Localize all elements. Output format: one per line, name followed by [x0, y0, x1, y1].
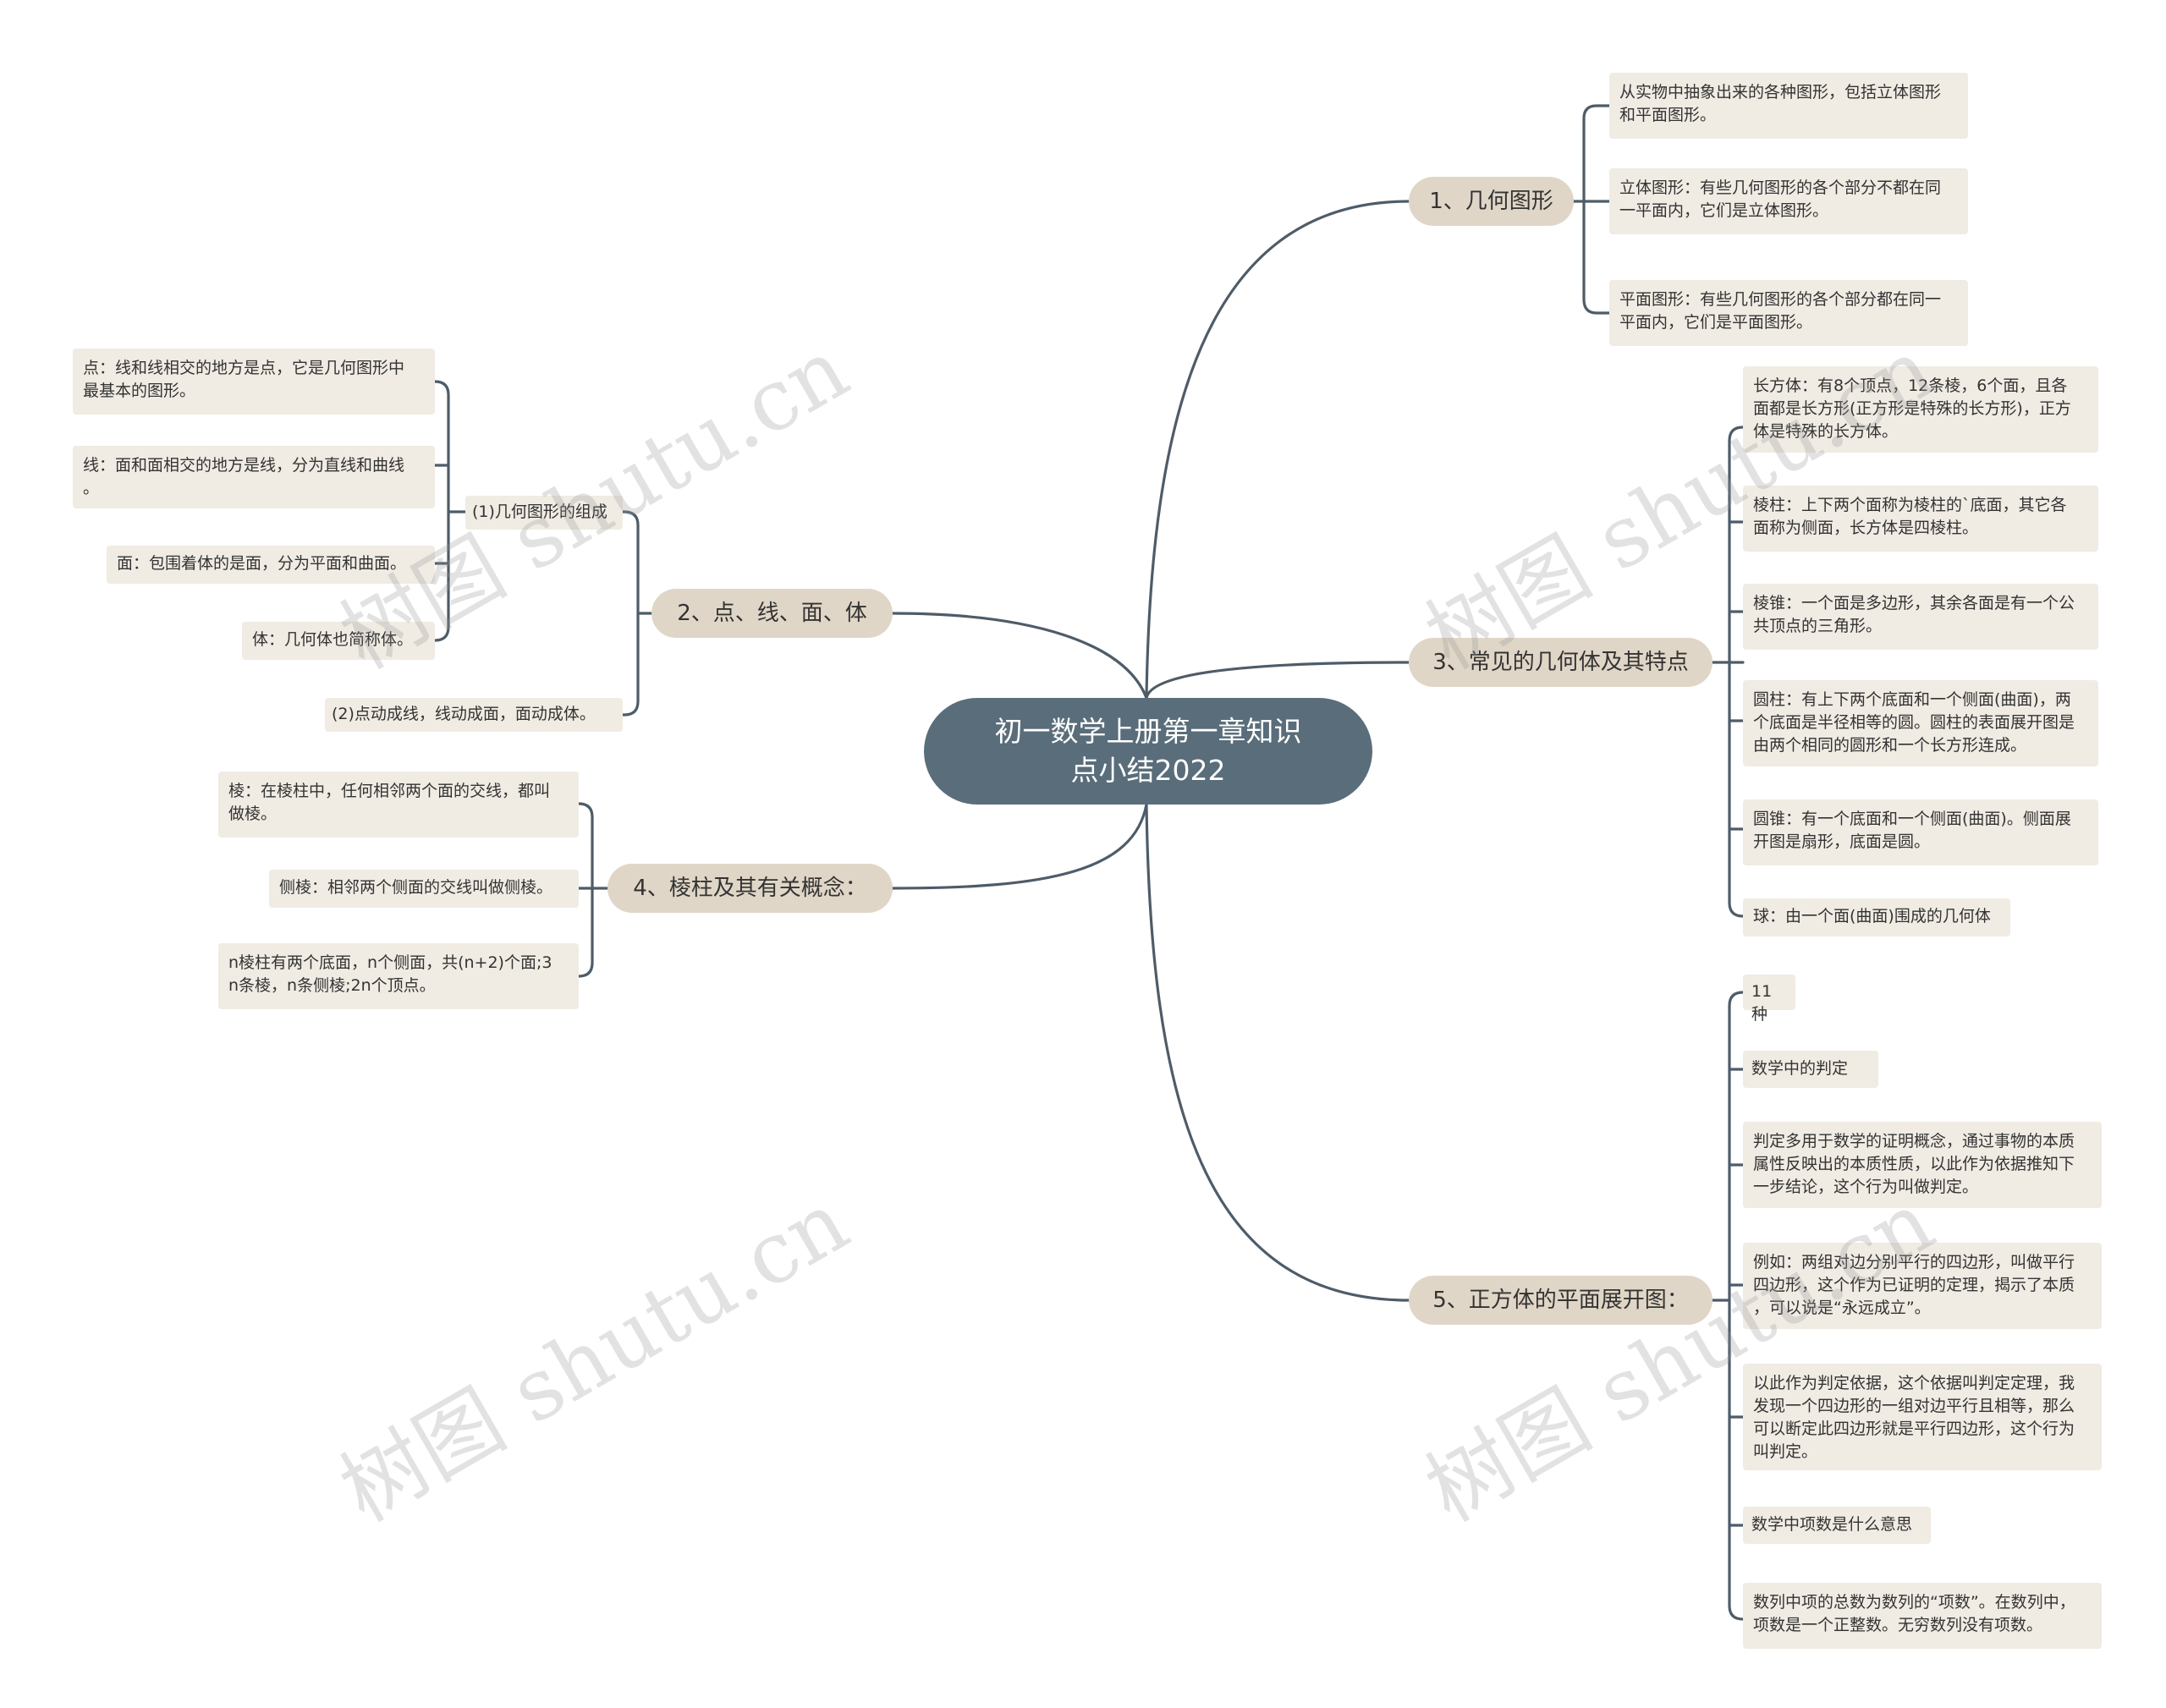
branch-5-leaf-judgement-def[interactable]: 判定多用于数学的证明概念，通过事物的本质 属性反映出的本质性质，以此作为依据推知… [1743, 1122, 2102, 1208]
branch-3-leaf-sphere[interactable]: 球：由一个面(曲面)围成的几何体 [1743, 898, 2010, 936]
leaf-text: 体：几何体也简称体。 [252, 630, 414, 649]
branch-1-leaf-2[interactable]: 立体图形：有些几何图形的各个部分不都在同 一平面内，它们是立体图形。 [1609, 168, 1968, 234]
leaf-text: 可以断定此四边形就是平行四边形，这个行为 [1753, 1420, 2075, 1438]
branch-4-prism-concepts[interactable]: 4、棱柱及其有关概念： [607, 864, 893, 913]
branch-3-common-solids[interactable]: 3、常见的几何体及其特点 [1409, 638, 1712, 687]
branch-1-leaf-3[interactable]: 平面图形：有些几何图形的各个部分都在同一 平面内，它们是平面图形。 [1609, 280, 1968, 346]
branch-5-leaf-term-count-def[interactable]: 数列中项的总数为数列的“项数”。在数列中， 项数是一个正整数。无穷数列没有项数。 [1743, 1583, 2102, 1649]
sub1-leaf-point[interactable]: 点：线和线相交的地方是点，它是几何图形中 最基本的图形。 [73, 349, 435, 415]
leaf-text: 棱柱：上下两个面称为棱柱的`底面，其它各 [1753, 496, 2067, 514]
leaf-text: n条棱，n条侧棱;2n个顶点。 [228, 976, 436, 995]
link-b3-children [1711, 426, 1745, 918]
link-sub1-children [433, 380, 467, 642]
leaf-text: 从实物中抽象出来的各种图形，包括立体图形 [1619, 83, 1942, 102]
leaf-text: 项数是一个正整数。无穷数列没有项数。 [1753, 1616, 2043, 1634]
link-root-b1 [1145, 200, 1410, 700]
leaf-text: ，可以说是“永远成立”。 [1753, 1299, 1931, 1317]
leaf-text: 数列中项的总数为数列的“项数”。在数列中， [1753, 1593, 2075, 1612]
leaf-text: 四边形，这个作为已证明的定理，揭示了本质 [1753, 1276, 2075, 1294]
leaf-text: 一步结论，这个行为叫做判定。 [1753, 1178, 1979, 1196]
branch-5-leaf-judgement-title[interactable]: 数学中的判定 [1743, 1051, 1878, 1088]
leaf-text: 开图是扇形，底面是圆。 [1753, 832, 1931, 851]
branch-5-cube-nets[interactable]: 5、正方体的平面展开图： [1409, 1276, 1712, 1325]
leaf-text: 属性反映出的本质性质，以此作为依据推知下 [1753, 1155, 2075, 1173]
leaf-text: 线：面和面相交的地方是线，分为直线和曲线 [83, 456, 405, 475]
leaf-text: 面都是长方形(正方形是特殊的长方形)，正方 [1753, 399, 2071, 418]
leaf-text: 11种 [1751, 982, 1773, 1024]
branch-5-leaf-example[interactable]: 例如：两组对边分别平行的四边形，叫做平行 四边形，这个作为已证明的定理，揭示了本… [1743, 1243, 2102, 1329]
leaf-text: 。 [83, 479, 100, 497]
link-root-b3 [1145, 661, 1410, 700]
leaf-text: 例如：两组对边分别平行的四边形，叫做平行 [1753, 1253, 2075, 1271]
leaf-text: 叫判定。 [1753, 1442, 1818, 1461]
leaf-text: 平面图形：有些几何图形的各个部分都在同一 [1619, 290, 1942, 309]
root-title-line-1: 初一数学上册第一章知识 [994, 715, 1302, 748]
leaf-text: 点：线和线相交的地方是点，它是几何图形中 [83, 359, 405, 377]
sub1-leaf-solid[interactable]: 体：几何体也简称体。 [242, 622, 435, 660]
link-root-b5 [1145, 803, 1410, 1302]
branch-2-sub-motion[interactable]: (2)点动成线，线动成面，面动成体。 [325, 698, 623, 732]
leaf-text: 做棱。 [228, 805, 278, 823]
leaf-text: 数学中项数是什么意思 [1751, 1515, 1913, 1534]
branch-4-leaf-lateral-edge[interactable]: 侧棱：相邻两个侧面的交线叫做侧棱。 [269, 870, 579, 908]
leaf-text: 个底面是半径相等的圆。圆柱的表面展开图是 [1753, 713, 2075, 732]
leaf-text: 发现一个四边形的一组对边平行且相等，那么 [1753, 1397, 2075, 1415]
leaf-text: 圆柱：有上下两个底面和一个侧面(曲面)，两 [1753, 690, 2071, 709]
leaf-text: 球：由一个面(曲面)围成的几何体 [1753, 907, 1991, 925]
leaf-text: n棱柱有两个底面，n个侧面，共(n+2)个面;3 [228, 953, 552, 972]
leaf-text: 面：包围着体的是面，分为平面和曲面。 [117, 554, 407, 573]
root-title-line-2: 点小结2022 [1070, 754, 1226, 787]
leaf-text: 共顶点的三角形。 [1753, 617, 1883, 635]
branch-1-leaf-1[interactable]: 从实物中抽象出来的各种图形，包括立体图形 和平面图形。 [1609, 73, 1968, 139]
link-root-b2 [891, 612, 1148, 700]
branch-4-leaf-edge[interactable]: 棱：在棱柱中，任何相邻两个面的交线，都叫 做棱。 [218, 772, 579, 838]
branch-3-leaf-cylinder[interactable]: 圆柱：有上下两个底面和一个侧面(曲面)，两 个底面是半径相等的圆。圆柱的表面展开… [1743, 680, 2098, 766]
leaf-text: 长方体：有8个顶点，12条棱，6个面，且各 [1753, 376, 2068, 395]
leaf-text: 判定多用于数学的证明概念，通过事物的本质 [1753, 1132, 2075, 1151]
leaf-text: 棱锥：一个面是多边形，其余各面是有一个公 [1753, 594, 2075, 612]
branch-2-point-line-surface-solid[interactable]: 2、点、线、面、体 [651, 589, 893, 638]
sub1-leaf-surface[interactable]: 面：包围着体的是面，分为平面和曲面。 [107, 546, 435, 584]
branch-3-leaf-cone[interactable]: 圆锥：有一个底面和一个侧面(曲面)。侧面展 开图是扇形，底面是圆。 [1743, 799, 2098, 865]
root-topic[interactable]: 初一数学上册第一章知识 点小结2022 [924, 698, 1372, 805]
branch-2-sub-composition[interactable]: (1)几何图形的组成 [465, 496, 623, 530]
link-b4-children [577, 802, 609, 978]
leaf-text: 数学中的判定 [1751, 1059, 1849, 1078]
leaf-text: 侧棱：相邻两个侧面的交线叫做侧棱。 [279, 878, 553, 897]
link-root-b4 [891, 803, 1148, 890]
leaf-text: 平面内，它们是平面图形。 [1619, 313, 1813, 332]
branch-5-leaf-11-kinds[interactable]: 11种 [1743, 975, 1795, 1024]
branch-4-leaf-n-prism[interactable]: n棱柱有两个底面，n个侧面，共(n+2)个面;3 n条棱，n条侧棱;2n个顶点。 [218, 943, 579, 1009]
sub1-leaf-line[interactable]: 线：面和面相交的地方是线，分为直线和曲线 。 [73, 446, 435, 508]
branch-5-leaf-theorem[interactable]: 以此作为判定依据，这个依据叫判定定理，我 发现一个四边形的一组对边平行且相等，那… [1743, 1364, 2102, 1470]
leaf-text: 和平面图形。 [1619, 106, 1717, 124]
leaf-text: 由两个相同的圆形和一个长方形连成。 [1753, 736, 2027, 755]
branch-1-geometric-figures[interactable]: 1、几何图形 [1409, 177, 1574, 226]
leaf-text: 面称为侧面，长方体是四棱柱。 [1753, 519, 1979, 537]
branch-3-leaf-prism[interactable]: 棱柱：上下两个面称为棱柱的`底面，其它各 面称为侧面，长方体是四棱柱。 [1743, 486, 2098, 552]
link-b5-children [1711, 991, 1745, 1621]
leaf-text: 圆锥：有一个底面和一个侧面(曲面)。侧面展 [1753, 810, 2071, 828]
branch-3-leaf-cuboid[interactable]: 长方体：有8个顶点，12条棱，6个面，且各 面都是长方形(正方形是特殊的长方形)… [1743, 366, 2098, 453]
branch-5-leaf-term-count-title[interactable]: 数学中项数是什么意思 [1743, 1507, 1931, 1544]
leaf-text: 以此作为判定依据，这个依据叫判定定理，我 [1753, 1374, 2075, 1392]
leaf-text: 立体图形：有些几何图形的各个部分不都在同 [1619, 178, 1942, 197]
leaf-text: 棱：在棱柱中，任何相邻两个面的交线，都叫 [228, 782, 551, 800]
link-b2-subs [621, 510, 653, 717]
leaf-text: 最基本的图形。 [83, 382, 196, 400]
link-b1-children [1572, 104, 1611, 315]
leaf-text: 体是特殊的长方体。 [1753, 422, 1899, 441]
branch-3-leaf-pyramid[interactable]: 棱锥：一个面是多边形，其余各面是有一个公 共顶点的三角形。 [1743, 584, 2098, 650]
leaf-text: 一平面内，它们是立体图形。 [1619, 201, 1829, 220]
